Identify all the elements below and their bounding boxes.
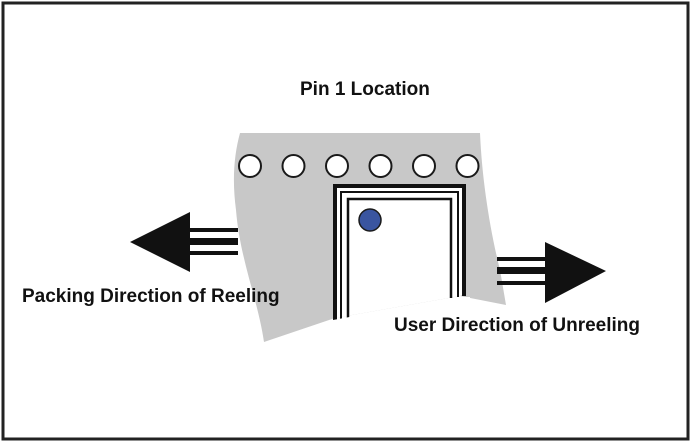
pocket-inner-line: [346, 197, 453, 320]
packing-arrow-head: [130, 212, 190, 272]
pin1-location-label: Pin 1 Location: [300, 79, 430, 100]
pin1-marker: [358, 208, 382, 232]
sprocket-hole: [455, 154, 480, 178]
sprocket-hole: [281, 154, 306, 178]
packing-arrow-shaft-1: [188, 228, 238, 232]
sprocket-holes: [238, 154, 480, 178]
user-arrow-shaft-1: [497, 257, 547, 261]
packing-direction-arrow: [130, 212, 238, 272]
sprocket-hole: [238, 154, 262, 178]
user-arrow-shaft-2: [497, 267, 547, 274]
pocket-tear-edge: [333, 297, 470, 330]
user-direction-arrow: [497, 242, 606, 303]
sprocket-hole: [325, 154, 349, 178]
packing-arrow-shaft-3: [188, 251, 238, 255]
sprocket-hole: [412, 154, 436, 178]
pocket-interior: [333, 186, 465, 318]
packing-direction-label: Packing Direction of Reeling: [22, 286, 280, 307]
pocket-outer-line: [333, 184, 466, 323]
user-direction-label: User Direction of Unreeling: [394, 315, 640, 336]
user-arrow-head: [545, 242, 606, 303]
component-pocket: [333, 184, 470, 330]
packing-arrow-shaft-2: [188, 238, 238, 245]
sprocket-hole: [368, 154, 393, 178]
pocket-middle-line: [340, 191, 459, 321]
user-arrow-shaft-3: [497, 281, 547, 285]
